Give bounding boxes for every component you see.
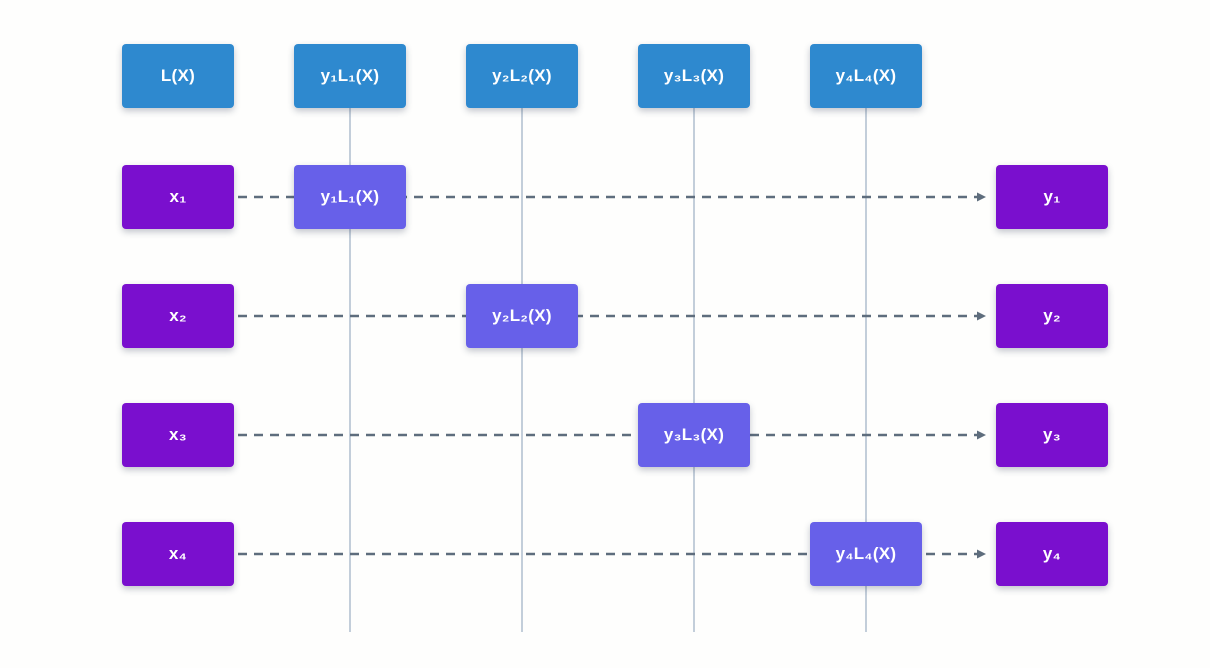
term-box-label: y₄L₄(X)	[835, 544, 897, 563]
term-box-y4l4: y₄L₄(X)	[810, 522, 922, 586]
output-box-label: y₁	[1043, 187, 1061, 206]
header-box-y1l1: y₁L₁(X)	[294, 44, 406, 108]
header-box-y4l4: y₄L₄(X)	[810, 44, 922, 108]
input-box-x4: x₄	[122, 522, 234, 586]
output-box-label: y₂	[1043, 306, 1061, 325]
header-box-label: y₁L₁(X)	[320, 66, 380, 85]
term-box-label: y₁L₁(X)	[320, 187, 380, 206]
input-box-label: x₄	[168, 544, 188, 563]
header-box-y3l3: y₃L₃(X)	[638, 44, 750, 108]
term-box-label: y₃L₃(X)	[663, 425, 725, 444]
header-box-label: y₃L₃(X)	[663, 66, 725, 85]
header-box-label: y₄L₄(X)	[835, 66, 897, 85]
term-box-y3l3: y₃L₃(X)	[638, 403, 750, 467]
term-box-y1l1: y₁L₁(X)	[294, 165, 406, 229]
output-box-label: y₃	[1043, 425, 1061, 444]
term-box-y2l2: y₂L₂(X)	[466, 284, 578, 348]
input-box-label: x₃	[169, 425, 187, 444]
output-box-y1: y₁	[996, 165, 1108, 229]
output-box-y4: y₄	[996, 522, 1108, 586]
header-box-y2l2: y₂L₂(X)	[466, 44, 578, 108]
header-box-l-of-x: L(X)	[122, 44, 234, 108]
output-box-label: y₄	[1042, 544, 1062, 563]
input-box-label: x₁	[169, 187, 187, 206]
input-box-x1: x₁	[122, 165, 234, 229]
input-box-label: x₂	[169, 306, 187, 325]
input-box-x2: x₂	[122, 284, 234, 348]
header-box-label: y₂L₂(X)	[492, 66, 552, 85]
header-box-label: L(X)	[160, 66, 196, 85]
output-box-y2: y₂	[996, 284, 1108, 348]
input-box-x3: x₃	[122, 403, 234, 467]
output-box-y3: y₃	[996, 403, 1108, 467]
term-box-label: y₂L₂(X)	[492, 306, 552, 325]
